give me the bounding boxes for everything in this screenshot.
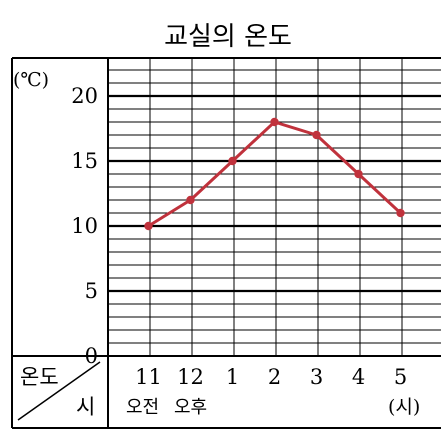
x-tick-label: 2 (268, 365, 281, 389)
data-point (186, 195, 195, 205)
y-unit-label: (℃) (13, 69, 49, 91)
x-tick-label: 3 (310, 365, 323, 389)
chart-grid (107, 58, 441, 356)
data-point (354, 169, 363, 179)
temperature-series (144, 117, 405, 231)
corner-diagonal (17, 361, 101, 421)
x-tick-label: 4 (352, 365, 365, 389)
y-tick-label: 10 (71, 214, 98, 238)
x-tick-label: 11 (135, 365, 162, 389)
y-tick-label: 15 (71, 149, 98, 173)
y-tick-label: 0 (85, 344, 98, 368)
y-tick-label: 5 (85, 279, 98, 303)
data-point (396, 208, 405, 218)
am-label: 오전 (126, 397, 159, 418)
x-tick-label: 1 (226, 365, 239, 389)
chart-title: 교실의 온도 (164, 22, 292, 52)
x-tick-label: 12 (177, 365, 204, 389)
x-unit-label: (시) (388, 396, 420, 418)
corner-header-time: 시 (76, 395, 95, 419)
data-point (270, 117, 279, 127)
pm-label: 오후 (174, 397, 207, 418)
data-point (228, 156, 237, 166)
data-point (312, 130, 321, 140)
data-point (144, 221, 153, 231)
corner-header-temperature: 온도 (20, 365, 59, 389)
y-tick-labels: 0 5 10 15 20 (71, 84, 98, 368)
y-tick-label: 20 (71, 84, 98, 108)
x-tick-label: 5 (394, 365, 407, 389)
chart-frame (11, 57, 441, 429)
